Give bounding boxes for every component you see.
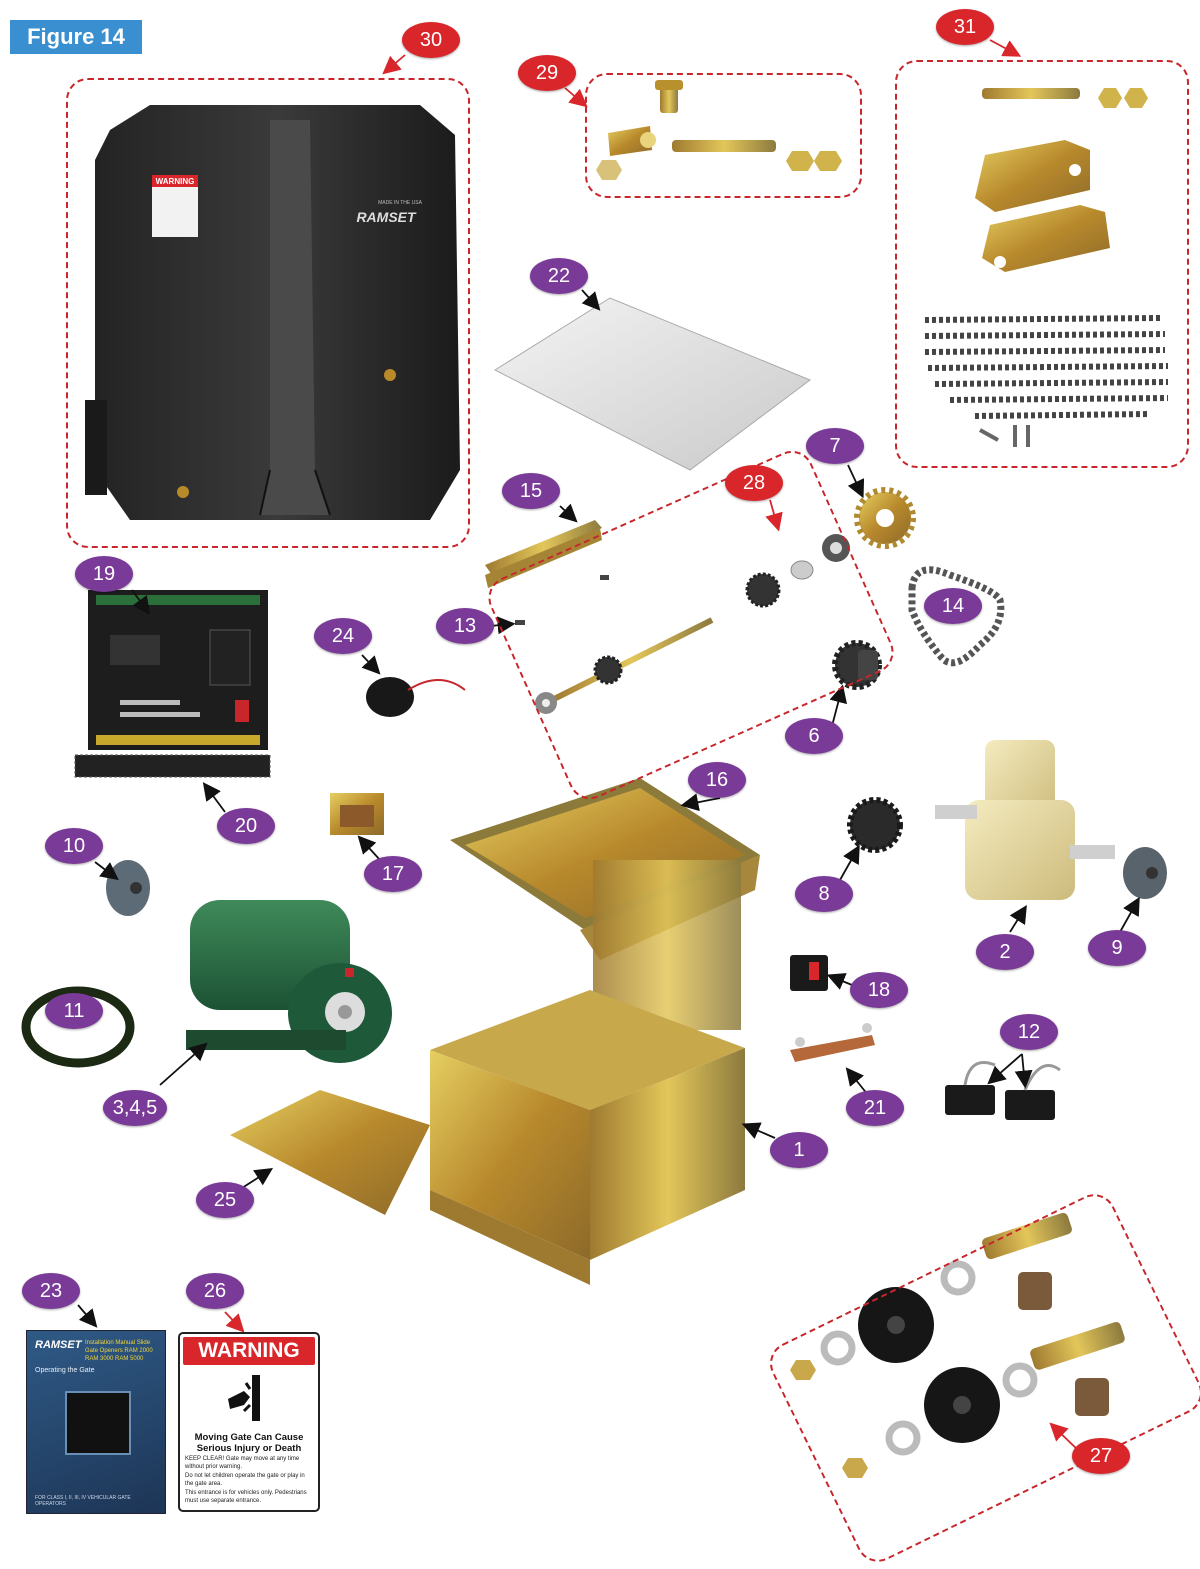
- callout-31: 31: [936, 9, 994, 45]
- operator-cover: WARNING RAMSET MADE IN THE USA: [85, 105, 460, 520]
- warning-line-2: Do not let children operate the gate or …: [185, 1473, 305, 1487]
- callout-22: 22: [530, 258, 588, 294]
- manual-brand: RAMSET: [35, 1339, 82, 1351]
- transformer: [330, 793, 384, 835]
- callout-12: 12: [1000, 1014, 1058, 1050]
- warning-line-3: This entrance is for vehicles only. Pede…: [185, 1490, 307, 1504]
- warning-header: WARNING: [183, 1337, 315, 1365]
- callout-26: 26: [186, 1273, 244, 1309]
- output-shaft-assembly: [535, 534, 850, 714]
- cover-plate: [493, 297, 812, 471]
- hardware-kit-29: [596, 80, 842, 180]
- motor-pulley: [106, 860, 150, 916]
- callout-7: 7: [806, 428, 864, 464]
- callout-14: 14: [924, 588, 982, 624]
- callout-29: 29: [518, 55, 576, 91]
- callout-1: 1: [770, 1132, 828, 1168]
- manual-photo: [65, 1391, 131, 1455]
- kit-leader-lines: [224, 39, 1081, 1453]
- sprocket-6: [832, 640, 882, 690]
- callout-16: 16: [688, 762, 746, 798]
- callout-18: 18: [850, 972, 908, 1008]
- callout-13: 13: [436, 608, 494, 644]
- callout-11: 11: [45, 993, 103, 1029]
- kit-box-29: [585, 73, 862, 198]
- power-switch: [790, 955, 828, 991]
- control-board: [88, 590, 268, 750]
- callout-28: 28: [725, 465, 783, 501]
- gearbox-pulley: [1123, 847, 1167, 899]
- callout-9: 9: [1088, 930, 1146, 966]
- kit-box-30: [66, 78, 470, 548]
- warning-line-1: KEEP CLEAR! Gate may move at any time wi…: [185, 1456, 300, 1470]
- cover-made-in: MADE IN THE USA: [378, 200, 422, 206]
- leader-lines: [77, 289, 1140, 1328]
- sprocket-8: [847, 797, 903, 853]
- operator-frame: [230, 778, 760, 1285]
- crush-hazard-icon: [180, 1368, 318, 1428]
- manual-subtitle: Operating the Gate: [35, 1367, 95, 1374]
- mount-rail: [485, 520, 609, 625]
- bracket-chain-kit-31: [924, 88, 1169, 447]
- warning-main-text: Moving Gate Can Cause Serious Injury or …: [194, 1432, 304, 1454]
- manual-title: Installation Manual Slide Gate Openers R…: [85, 1340, 153, 1362]
- buzzer: [366, 677, 466, 717]
- callout-17: 17: [364, 856, 422, 892]
- callout-2: 2: [976, 934, 1034, 970]
- kit-box-31: [895, 60, 1189, 468]
- terminal-strip: [74, 754, 271, 778]
- gear-reducer: [935, 740, 1115, 900]
- callout-3-4-5: 3,4,5: [103, 1090, 167, 1126]
- callout-20: 20: [217, 808, 275, 844]
- warning-label: WARNING Moving Gate Can Cause Serious In…: [178, 1332, 320, 1512]
- installation-manual: RAMSET Installation Manual Slide Gate Op…: [26, 1330, 166, 1514]
- callout-8: 8: [795, 876, 853, 912]
- electric-motor: [186, 900, 392, 1063]
- terminal-bar: [790, 1023, 875, 1062]
- cover-warning-text: WARNING: [156, 177, 195, 186]
- callout-30: 30: [402, 22, 460, 58]
- v-belt: [21, 986, 135, 1068]
- callout-19: 19: [75, 556, 133, 592]
- callout-21: 21: [846, 1090, 904, 1126]
- roller-kit: [790, 1212, 1125, 1478]
- callout-15: 15: [502, 473, 560, 509]
- callout-23: 23: [22, 1273, 80, 1309]
- cover-brand-logo: RAMSET: [356, 209, 417, 225]
- callout-27: 27: [1072, 1438, 1130, 1474]
- sprocket-7: [854, 487, 916, 549]
- figure-title: Figure 14: [10, 20, 142, 54]
- callout-24: 24: [314, 618, 372, 654]
- callout-25: 25: [196, 1182, 254, 1218]
- callout-10: 10: [45, 828, 103, 864]
- callout-6: 6: [785, 718, 843, 754]
- drive-chain-14: [908, 566, 1005, 667]
- manual-footer: FOR CLASS I, II, III, IV VEHICULAR GATE …: [35, 1495, 131, 1507]
